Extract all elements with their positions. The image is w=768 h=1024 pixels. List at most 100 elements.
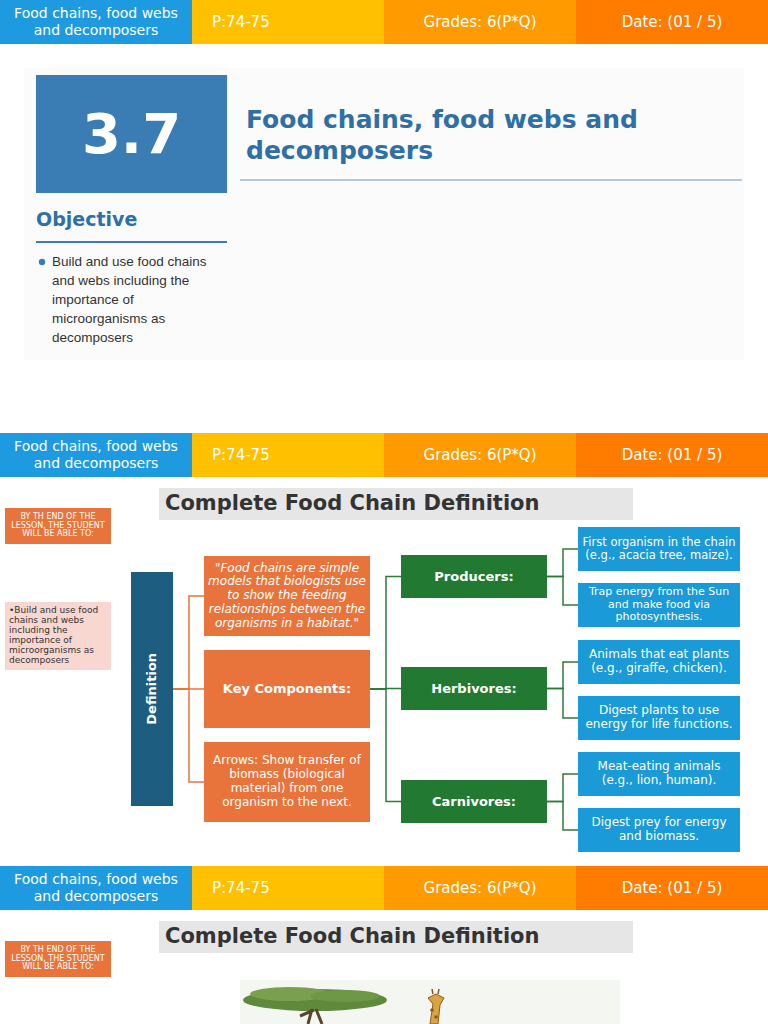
header-date-cell: Date: (01 / 5) xyxy=(576,433,768,477)
slide-panel xyxy=(24,68,744,360)
node-text: Definition xyxy=(144,653,160,725)
node-text: Animals that eat plants (e.g., giraffe, … xyxy=(582,648,736,676)
header-page-cell: P:74-75 xyxy=(192,433,384,477)
text-group: Digest prey for energy and biomass. xyxy=(582,816,736,844)
node-text: P:74-75 xyxy=(212,446,364,464)
node-text: BY TH END OF THE LESSON, THE STUDENT WIL… xyxy=(9,946,107,972)
category-box: Herbivores: xyxy=(401,667,547,710)
objective-rule xyxy=(36,241,227,243)
text-group: Food chains, food webs and decomposers xyxy=(4,438,188,472)
picture-ground xyxy=(240,980,620,1024)
bracket-connector xyxy=(547,549,578,577)
text-group: Grades: 6(P*Q) xyxy=(388,13,572,31)
detail-box: Digest plants to use energy for life fun… xyxy=(578,696,740,740)
header-topic-cell: Food chains, food webs and decomposers xyxy=(0,0,192,44)
section-title-band: Complete Food Chain Definition xyxy=(159,488,633,520)
header-date-cell: Date: (01 / 5) xyxy=(576,866,768,910)
text-group: Key Components: xyxy=(208,681,366,697)
node-text: Complete Food Chain Definition xyxy=(165,924,627,949)
node-text: Producers: xyxy=(405,569,543,585)
header-topic-cell: Food chains, food webs and decomposers xyxy=(0,866,192,910)
header-grade-cell: Grades: 6(P*Q) xyxy=(384,866,576,910)
node-text: Complete Food Chain Definition xyxy=(165,491,627,516)
detail-box: Trap energy from the Sun and make food v… xyxy=(578,583,740,627)
node-text: Meat-eating animals (e.g., lion, human). xyxy=(582,760,736,788)
objective-heading: Objective xyxy=(36,208,227,231)
node-text: Food chains, food webs and decomposers xyxy=(4,438,188,472)
definition-box: Arrows: Show transfer of biomass (biolog… xyxy=(204,742,370,822)
text-group: Grades: 6(P*Q) xyxy=(388,879,572,897)
category-box: Carnivores: xyxy=(401,780,547,823)
node-text: Date: (01 / 5) xyxy=(580,879,764,897)
node-text: Date: (01 / 5) xyxy=(580,13,764,31)
node-text: Grades: 6(P*Q) xyxy=(388,446,572,464)
text-group: Date: (01 / 5) xyxy=(580,13,764,31)
slide-title: Food chains, food webs and decomposers xyxy=(246,104,726,167)
node-text: BY TH END OF THE LESSON, THE STUDENT WIL… xyxy=(9,513,107,539)
acacia-crown-top xyxy=(310,990,380,1002)
node-text: Key Components: xyxy=(208,681,366,697)
node-text: First organism in the chain (e.g., acaci… xyxy=(582,536,736,562)
node-text: Food chains, food webs and decomposers xyxy=(4,5,188,39)
text-group: P:74-75 xyxy=(212,879,364,897)
header-grade-cell: Grades: 6(P*Q) xyxy=(384,433,576,477)
text-group: BY TH END OF THE LESSON, THE STUDENT WIL… xyxy=(9,946,107,972)
definition-quote-box: "Food chains are simple models that biol… xyxy=(204,556,370,636)
node-text: Herbivores: xyxy=(405,681,543,697)
header-date-cell: Date: (01 / 5) xyxy=(576,0,768,44)
node-text: Grades: 6(P*Q) xyxy=(388,879,572,897)
node-text: Digest plants to use energy for life fun… xyxy=(582,704,736,732)
text-group: Digest plants to use energy for life fun… xyxy=(582,704,736,732)
header-grade-cell: Grades: 6(P*Q) xyxy=(384,0,576,44)
node-text: Trap energy from the Sun and make food v… xyxy=(582,586,736,624)
text-group: P:74-75 xyxy=(212,446,364,464)
bracket-connector xyxy=(547,802,578,831)
node-text: P:74-75 xyxy=(212,13,364,31)
node-text: Digest prey for energy and biomass. xyxy=(582,816,736,844)
node-text: P:74-75 xyxy=(212,879,364,897)
text-group: Producers: xyxy=(405,569,543,585)
objective-note: •Build and use food chains and webs incl… xyxy=(5,602,111,670)
definition-bar: Definition xyxy=(131,572,173,806)
objective-text: Build and use food chains and webs inclu… xyxy=(52,253,230,347)
text-group: Definition xyxy=(144,653,160,725)
node-text: Date: (01 / 5) xyxy=(580,446,764,464)
bracket-connector xyxy=(547,774,578,802)
bullet-dot xyxy=(39,259,45,265)
header-page-cell: P:74-75 xyxy=(192,866,384,910)
text-group: Meat-eating animals (e.g., lion, human). xyxy=(582,760,736,788)
detail-box: Digest prey for energy and biomass. xyxy=(578,808,740,852)
text-group: Complete Food Chain Definition xyxy=(165,491,627,516)
node-text: Grades: 6(P*Q) xyxy=(388,13,572,31)
text-group: Grades: 6(P*Q) xyxy=(388,446,572,464)
lesson-number-box: 3.7 xyxy=(36,75,227,193)
key-components-box: Key Components: xyxy=(204,650,370,728)
objective-tag: BY TH END OF THE LESSON, THE STUDENT WIL… xyxy=(5,508,111,544)
bracket-connector xyxy=(370,577,401,690)
text-group: Carnivores: xyxy=(405,794,543,810)
node-text: 3.7 xyxy=(40,100,223,167)
acacia-giraffe-picture xyxy=(240,980,620,1024)
section-title-band: Complete Food Chain Definition xyxy=(159,921,633,953)
header-topic-cell: Food chains, food webs and decomposers xyxy=(0,433,192,477)
text-group: •Build and use food chains and webs incl… xyxy=(9,606,107,665)
header-page-cell: P:74-75 xyxy=(192,0,384,44)
text-group: Date: (01 / 5) xyxy=(580,446,764,464)
bracket-connector xyxy=(547,689,578,719)
category-box: Producers: xyxy=(401,555,547,598)
text-group: Food chains, food webs and decomposers xyxy=(4,871,188,905)
text-group: 3.7 xyxy=(40,100,223,167)
text-group: BY TH END OF THE LESSON, THE STUDENT WIL… xyxy=(9,513,107,539)
text-group: "Food chains are simple models that biol… xyxy=(208,562,366,631)
bracket-connector xyxy=(173,596,204,689)
detail-box: Animals that eat plants (e.g., giraffe, … xyxy=(578,640,740,684)
objective-tag: BY TH END OF THE LESSON, THE STUDENT WIL… xyxy=(5,941,111,977)
text-group: Animals that eat plants (e.g., giraffe, … xyxy=(582,648,736,676)
detail-box: First organism in the chain (e.g., acaci… xyxy=(578,527,740,571)
text-group: First organism in the chain (e.g., acaci… xyxy=(582,536,736,562)
text-group: Arrows: Show transfer of biomass (biolog… xyxy=(208,754,366,809)
bracket-connector xyxy=(370,689,401,802)
detail-box: Meat-eating animals (e.g., lion, human). xyxy=(578,752,740,796)
text-group: P:74-75 xyxy=(212,13,364,31)
